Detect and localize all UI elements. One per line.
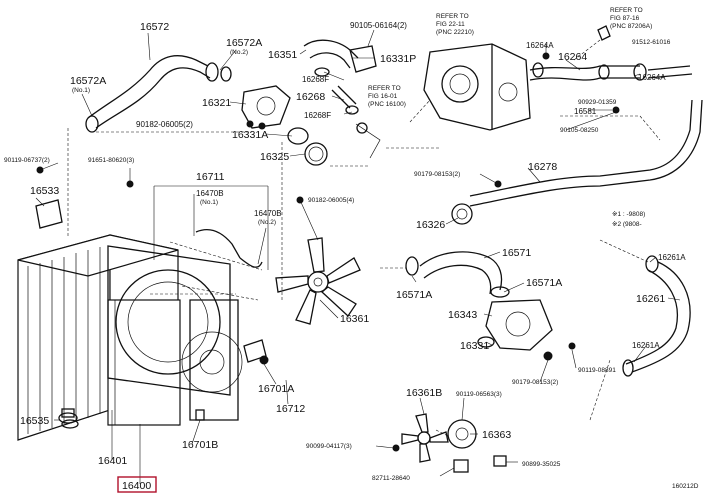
ref-fig87-line2: FIG 87-16: [610, 15, 640, 22]
label-16363: 16363: [482, 429, 511, 441]
thermostat: [287, 127, 309, 145]
label-16331P: 16331P: [380, 53, 416, 65]
label-16351: 16351: [268, 49, 297, 61]
label-91512-61016: 91512-61016: [632, 39, 671, 46]
label-16261A-a: 16261A: [658, 253, 686, 262]
radiator-assembly: [17, 234, 181, 441]
label-16401: 16401: [98, 455, 127, 467]
label-16268F-a: 16268F: [302, 75, 329, 84]
ref-fig16-line1: REFER TO: [368, 85, 401, 92]
figure-id: 160212D: [672, 483, 699, 490]
water-inlet: [477, 299, 576, 361]
label-16572A-no2-sub: (No.2): [230, 49, 248, 56]
note-range-2: ※2 (9808-: [612, 221, 642, 228]
lower-radiator-hose: [405, 251, 510, 298]
label-91651-80620: 91651-80620(3): [88, 157, 134, 164]
leader-lines: [35, 29, 681, 484]
label-16572A-no1-sub: (No.1): [72, 87, 90, 94]
label-16326: 16326: [416, 219, 445, 231]
hose-clamp-d: [490, 286, 510, 298]
label-90182-06005-4: 90182-06005(4): [308, 197, 354, 204]
label-16711: 16711: [196, 171, 225, 183]
label-16535: 16535: [20, 415, 49, 427]
bypass-hose: [303, 39, 381, 159]
label-90105-08250: 90105-08250: [560, 127, 599, 134]
label-82711-28640: 82711-28640: [372, 475, 410, 482]
label-16701B: 16701B: [182, 439, 218, 451]
ref-fig16-line2: FIG 16-01: [368, 93, 398, 100]
hose-clamp-no1: [85, 115, 99, 133]
electric-fan: [392, 413, 507, 473]
label-16331A: 16331A: [232, 129, 268, 141]
label-16470B-no2-sub: (No.2): [258, 219, 276, 226]
label-16571A-b: 16571A: [526, 277, 562, 289]
radiator-tank: [107, 299, 181, 426]
hose-clamp-no2: [205, 62, 219, 82]
label-90099-04117: 90099-04117(3): [306, 443, 352, 450]
label-90119-06737: 90119-06737(2): [4, 157, 50, 164]
highlight-box-16400: [117, 476, 157, 493]
label-16712: 16712: [276, 403, 305, 415]
ref-fig22-line2: FIG 22-11: [436, 21, 465, 28]
label-16400: 16400: [122, 480, 151, 492]
hose-clamp-b: [345, 105, 359, 115]
label-90182-06005-2: 90182-06005(2): [136, 120, 193, 129]
label-90899-35025: 90899-35025: [522, 461, 561, 468]
label-90119-06563: 90119-06563(3): [456, 391, 502, 398]
label-16470B-no2: 16470B: [254, 209, 282, 218]
pipe-gasket: [451, 203, 473, 225]
label-16343: 16343: [448, 309, 477, 321]
label-16581: 16581: [574, 107, 597, 116]
ref-fig22-line1: REFER TO: [436, 13, 469, 20]
hose-clamp-c: [405, 256, 419, 276]
label-90119-08891: 90119-08891: [578, 367, 616, 374]
label-16261A-b: 16261A: [632, 341, 660, 350]
label-16571: 16571: [502, 247, 531, 259]
throttle-body-area: [423, 25, 693, 131]
part-labels: 16572 16572A (No.2) 16572A (No.1) 16321 …: [4, 7, 699, 493]
ref-fig16-line3: (PNC 16100): [368, 101, 406, 108]
label-16470B-no1-sub: (No.1): [200, 199, 218, 206]
label-16325: 16325: [260, 151, 289, 163]
label-16470B-no1: 16470B: [196, 189, 224, 198]
label-16268F-b: 16268F: [304, 111, 331, 120]
radiator-top-face: [17, 234, 179, 277]
thermostat-gasket: [304, 142, 328, 166]
label-16361B: 16361B: [406, 387, 442, 399]
label-16278: 16278: [528, 161, 557, 173]
label-90179-08153-a: 90179-08153(2): [414, 171, 460, 178]
label-90179-08153-b: 90179-08153(2): [512, 379, 558, 386]
label-16321: 16321: [202, 97, 231, 109]
heater-hose: [622, 255, 691, 377]
ref-fig87-line1: REFER TO: [610, 7, 643, 14]
radiator-cap: [58, 412, 78, 424]
label-90929-01359: 90929-01359: [578, 99, 617, 106]
ref-fig22-line3: (PNC 22210): [436, 29, 474, 36]
cooling-fan: [275, 237, 361, 325]
label-16268: 16268: [296, 91, 325, 103]
ref-fig87-line3: (PNC 87206A): [610, 23, 652, 30]
label-90105-06164: 90105-06164(2): [350, 21, 407, 30]
label-16571A-a: 16571A: [396, 289, 432, 301]
label-16572A-no1: 16572A: [70, 75, 106, 87]
label-16572: 16572: [140, 21, 169, 33]
note-range-1: ※1 : -9808): [612, 211, 645, 218]
label-16264: 16264: [558, 51, 587, 63]
hose-clamp-a: [314, 67, 330, 77]
label-16533: 16533: [30, 185, 59, 197]
label-16361: 16361: [340, 313, 369, 325]
label-16264A-a: 16264A: [526, 41, 554, 50]
label-16264A-b: 16264A: [638, 73, 666, 82]
water-bypass-pipe: [451, 99, 703, 225]
assembly-lines: [67, 39, 661, 437]
radiator-fins: [27, 247, 101, 434]
label-16261: 16261: [636, 293, 665, 305]
label-16331: 16331: [460, 340, 489, 352]
label-16572A-no2: 16572A: [226, 37, 262, 49]
label-16701A: 16701A: [258, 383, 294, 395]
fan-shroud: [107, 245, 243, 421]
